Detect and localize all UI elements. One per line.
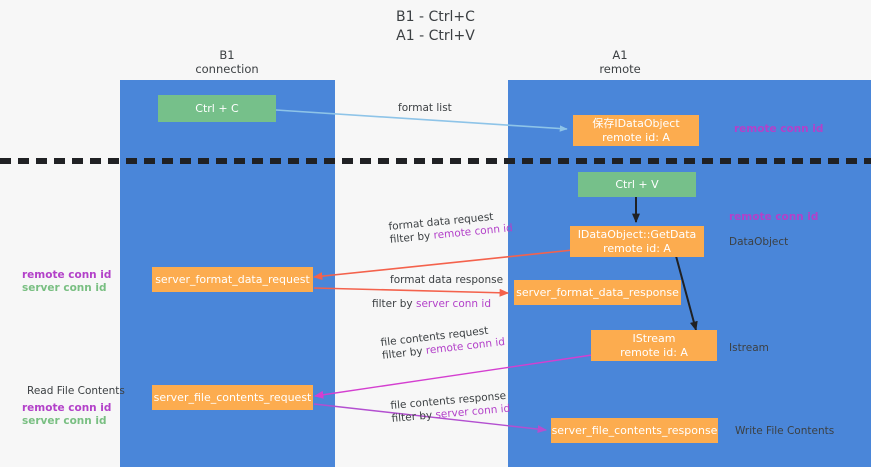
diagram-title: B1 - Ctrl+C A1 - Ctrl+V [0,8,871,46]
box-server-format-data-request[interactable]: server_format_data_request [152,267,313,292]
box-server-file-contents-request[interactable]: server_file_contents_request [152,385,313,410]
edge-label-format-list: format list [398,102,452,114]
box-ctrl-v-label: Ctrl + V [615,177,659,191]
edge-label-format-data-response: format data response [390,274,504,286]
annotation-right-remote-conn-id-mid: remote conn id [729,211,819,223]
box-server-file-contents-response[interactable]: server_file_contents_response [551,418,718,443]
box-idataobject-getdata-line-2: remote id: A [603,241,671,255]
filter-prefix: filter by [372,298,416,310]
connector-format-data-response [313,287,510,297]
filter-key-server-conn-id: server conn id [415,298,491,310]
box-ctrl-c-label: Ctrl + C [195,101,239,115]
phase-divider [0,158,871,164]
box-idataobject-getdata-line-1: IDataObject::GetData [577,227,697,241]
annotation-left-remote-conn-id-mid: remote conn id [22,269,112,281]
lane-header-b1-subtitle: connection [195,62,259,76]
box-server-file-contents-response-label: server_file_contents_response [551,423,718,437]
edge-label-file-contents-response-group: file contents response filter by server … [390,390,511,426]
box-save-idataobject-line-2: remote id: A [602,130,670,144]
box-server-format-data-response-label: server_format_data_response [516,285,679,299]
box-save-idataobject-line-1: 保存IDataObject [592,116,680,130]
box-server-format-data-request-label: server_format_data_request [155,272,310,286]
box-server-file-contents-request-label: server_file_contents_request [153,390,312,404]
annotation-right-istream: Istream [729,342,769,354]
lane-header-a1-subtitle: remote [599,62,641,76]
box-ctrl-v[interactable]: Ctrl + V [578,172,696,197]
annotation-right-dataobject: DataObject [729,236,789,248]
annotation-left-read-file-contents: Read File Contents [27,385,125,397]
annotation-left-remote-conn-id-bottom: remote conn id [22,402,112,414]
lane-header-a1: A1 remote [540,48,700,76]
annotation-left-server-conn-id-mid: server conn id [22,282,107,294]
box-ctrl-c[interactable]: Ctrl + C [158,95,276,122]
annotation-right-write-file-contents: Write File Contents [735,425,835,437]
box-server-format-data-response[interactable]: server_format_data_response [514,280,681,305]
box-save-idataobject[interactable]: 保存IDataObject remote id: A [573,115,699,146]
lane-header-b1-name: B1 [219,48,235,62]
title-line-1: B1 - Ctrl+C [396,9,475,25]
box-istream[interactable]: IStream remote id: A [591,330,717,361]
annotation-left-server-conn-id-bottom: server conn id [22,415,107,427]
filter-prefix: filter by [391,409,436,425]
box-idataobject-getdata[interactable]: IDataObject::GetData remote id: A [570,226,704,257]
annotation-right-remote-conn-id-top: remote conn id [734,123,824,135]
title-line-2: A1 - Ctrl+V [396,28,475,44]
lane-header-a1-name: A1 [612,48,628,62]
box-istream-line-1: IStream [632,331,676,345]
lane-header-b1: B1 connection [147,48,307,76]
edge-label-format-data-response-filter: filter by server conn id [372,298,491,311]
edge-label-format-data-request-group: format data request filter by remote con… [388,209,513,247]
box-istream-line-2: remote id: A [620,345,688,359]
edge-label-file-contents-request-group: file contents request filter by remote c… [380,323,506,363]
